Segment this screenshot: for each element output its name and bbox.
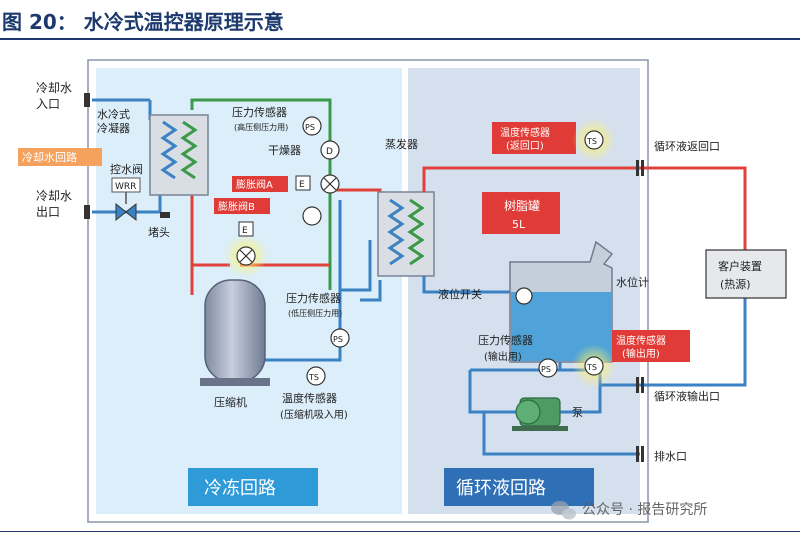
temp-sensor-suction-symbol: TS [308, 373, 319, 382]
expansion-valve-b-icon [236, 246, 256, 266]
wrr-label: WRR [115, 182, 136, 192]
temp-sensor-return-label-1: 温度传感器 [500, 126, 550, 139]
resin-tank-label: 树脂罐 [504, 198, 540, 213]
water-valve-label: 控水阀 [110, 162, 143, 176]
port-flanges [636, 160, 644, 462]
dryer-icon [320, 140, 340, 160]
pressure-sensor-high-icon [302, 116, 322, 136]
temp-sensor-out-icon [584, 356, 604, 376]
cooling-loop-tag-text: 冷却水回路 [22, 151, 77, 164]
resin-tank-tag [482, 192, 560, 234]
resin-tank-volume: 5L [512, 218, 526, 231]
temp-sensor-return-symbol: TS [586, 137, 597, 146]
expansion-valve-b-label: 膨胀阀B [218, 200, 255, 213]
plug-icon [160, 212, 170, 218]
temp-sensor-return-icon [584, 130, 604, 150]
pressure-sensor-high-symbol: PS [305, 123, 315, 132]
pressure-sensor-out-icon [538, 358, 558, 378]
customer-device-label-1: 客户装置 [718, 259, 762, 273]
water-valve-icon [115, 192, 137, 222]
temp-sensor-out-tag [612, 330, 690, 362]
pressure-sensor-low-symbol: PS [333, 335, 343, 344]
level-gauge-label: 水位计 [616, 275, 649, 289]
cooling-in-label-2: 入口 [36, 97, 60, 111]
expansion-valve-a-actuator [295, 175, 311, 191]
condenser-label-1: 水冷式 [97, 108, 130, 121]
pressure-sensor-out-symbol: PS [541, 365, 551, 374]
sight-glass-icon [302, 206, 322, 226]
pressure-sensor-low-label-2: (低压侧压力用) [288, 308, 342, 318]
dryer-symbol: D [326, 147, 333, 157]
temp-sensor-suction-label-1: 温度传感器 [282, 391, 337, 405]
circulation-loop-title: 循环液回路 [456, 478, 546, 499]
refrigeration-loop-title: 冷冻回路 [204, 478, 276, 499]
cooling-out-label-2: 出口 [36, 205, 60, 219]
condenser-label-2: 冷凝器 [97, 121, 130, 135]
temp-sensor-suction-icon [306, 366, 326, 386]
figure-title: 图 20： 水冷式温控器原理示意 [2, 10, 284, 34]
compressor-icon [200, 279, 270, 386]
customer-device-label-2: (热源) [720, 277, 751, 291]
water-tank-icon [509, 240, 614, 363]
temp-sensor-out-symbol: TS [586, 363, 597, 372]
level-switch-label: 液位开关 [438, 287, 482, 301]
cooling-loop-tag [18, 148, 102, 166]
circulation-loop-banner [444, 468, 594, 506]
pump-icon [512, 397, 568, 431]
temp-sensor-out-label-2: (输出用) [622, 347, 660, 360]
temp-sensor-return-label-2: (返回口) [506, 140, 544, 152]
pressure-sensor-high-label-1: 压力传感器 [232, 106, 287, 119]
pressure-sensor-low-label-1: 压力传感器 [286, 292, 341, 305]
title-rule [0, 38, 800, 40]
return-port-label: 循环液返回口 [654, 139, 720, 153]
pressure-sensor-high-label-2: (高压侧压力用) [234, 122, 288, 132]
cooling-out-label-1: 冷却水 [36, 189, 72, 203]
chiller-schematic: 水冷式 冷凝器 堵头 冷却水 入口 冷却水回路 冷却水 出口 控水阀 WRR 压… [18, 59, 787, 523]
cooling-in-label-1: 冷却水 [36, 81, 72, 95]
temp-sensor-suction-label-2: (压缩机吸入用) [280, 408, 348, 421]
figure-title-bar: 图 20： 水冷式温控器原理示意 [0, 4, 800, 40]
evaporator-icon [377, 191, 435, 277]
watermark-text: 公众号 · 报告研究所 [582, 502, 707, 518]
refrigeration-loop-banner [188, 468, 318, 506]
expansion-valve-a-tag [232, 176, 288, 192]
expansion-valve-a-symbol: E [299, 180, 305, 190]
expansion-valve-b-tag [214, 198, 270, 214]
compressor-label: 压缩机 [214, 395, 247, 409]
expansion-valve-a-icon [320, 174, 340, 194]
pressure-sensor-out-label-2: (输出用) [484, 350, 522, 363]
expansion-valve-b-actuator [238, 221, 254, 237]
output-port-label: 循环液输出口 [654, 389, 720, 403]
pressure-sensor-out-label-1: 压力传感器 [478, 334, 533, 347]
drain-port-label: 排水口 [654, 449, 687, 463]
customer-device-box [705, 249, 787, 299]
wechat-icon [551, 501, 576, 520]
pump-label: 泵 [572, 406, 583, 419]
temp-sensor-return-tag [492, 122, 576, 154]
temp-sensor-out-label-1: 温度传感器 [616, 334, 666, 347]
expansion-valve-b-symbol: E [242, 226, 248, 236]
expansion-valve-a-label: 膨胀阀A [236, 178, 273, 191]
evaporator-label: 蒸发器 [385, 137, 418, 151]
dryer-label: 干燥器 [268, 144, 301, 157]
water-cooled-condenser [149, 114, 209, 196]
bottom-rule [0, 531, 800, 532]
plug-label: 堵头 [148, 225, 170, 239]
pressure-sensor-low-icon [330, 328, 350, 348]
